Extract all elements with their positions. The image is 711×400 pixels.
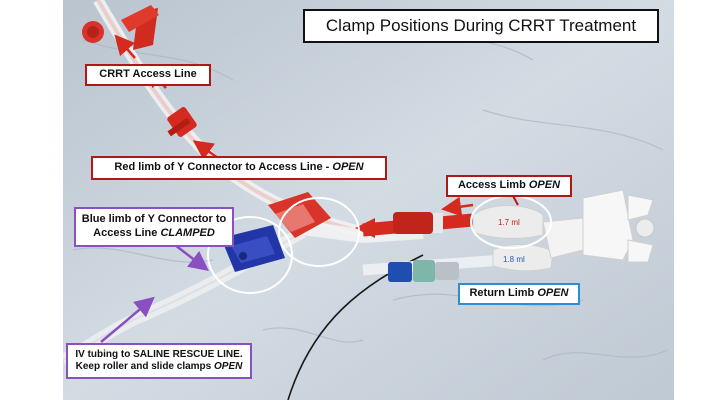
crrt-photo: 1.7 ml 1.8 ml [63, 0, 674, 400]
return-hub: 1.8 ml [492, 243, 554, 272]
blue-clamp [221, 225, 285, 272]
blue-limb-line1: Blue limb of Y Connector to [81, 213, 227, 226]
access-limb-state: OPEN [528, 179, 561, 192]
pointer-blue-limb [174, 244, 209, 272]
red-luer-connector [393, 212, 433, 234]
access-hub: 1.7 ml [472, 205, 544, 239]
red-limb-state: OPEN [332, 161, 364, 174]
callout-iv-tubing: IV tubing to SALINE RESCUE LINE. Keep ro… [66, 343, 252, 379]
access-line-connector [167, 107, 197, 137]
callout-return-limb: Return Limb OPEN [458, 283, 580, 305]
catheter-wings [582, 189, 655, 263]
green-collar [413, 260, 435, 282]
iv-line1: IV tubing to SALINE RESCUE LINE. [75, 348, 243, 360]
return-hub-text: 1.8 ml [503, 255, 525, 264]
highlight-circle-red-clamp [278, 197, 360, 267]
blue-limb-line2: Access Line [93, 227, 161, 239]
title-text: Clamp Positions During CRRT Treatment [325, 16, 637, 36]
top-red-clamp [82, 5, 159, 50]
luer-collar [433, 213, 443, 233]
callout-access-limb: Access Limb OPEN [446, 175, 572, 197]
blue-limb-state: CLAMPED [160, 227, 215, 239]
callout-blue-limb: Blue limb of Y Connector to Access Line … [74, 207, 234, 247]
y-red-clamp [268, 192, 331, 238]
drape-background [63, 0, 674, 400]
callout-red-limb: Red limb of Y Connector to Access Line -… [91, 156, 387, 180]
return-limb-text: Return Limb [469, 287, 538, 300]
return-limb-state: OPEN [537, 287, 569, 300]
iv-state: OPEN [214, 361, 243, 372]
page-title: Clamp Positions During CRRT Treatment [303, 9, 659, 43]
pointer-iv-tubing [100, 296, 155, 343]
grey-hub [435, 262, 459, 280]
flow-arrows-catheter [355, 196, 474, 238]
pointer-access-limb [512, 195, 519, 206]
callout-crrt-access-line: CRRT Access Line [85, 64, 211, 86]
iv-line2: Keep roller and slide clamps [75, 361, 215, 372]
access-line-text: CRRT Access Line [99, 68, 197, 81]
access-limb-text: Access Limb [457, 179, 529, 192]
red-limb-text: Red limb of Y Connector to Access Line - [114, 161, 333, 174]
access-hub-text: 1.7 ml [498, 218, 520, 227]
blue-luer-connector [388, 262, 412, 282]
